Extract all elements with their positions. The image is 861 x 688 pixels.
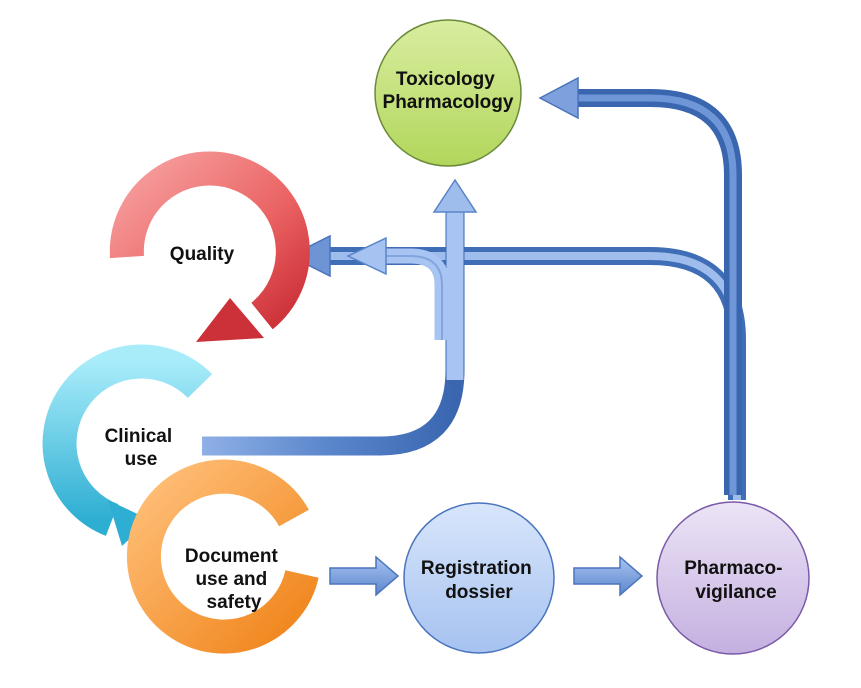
clinical-label-line1: Clinical (105, 426, 173, 447)
quality-label: Quality (170, 244, 235, 265)
document-to-registration-arrow (329, 555, 400, 597)
toxicology-label-line1: Toxicology (396, 69, 495, 90)
toxicology-label: Toxicology Pharmacology (383, 69, 514, 113)
pharmacovigilance-label-line2: vigilance (695, 582, 776, 603)
clinical-cycle-arrow (42, 344, 213, 546)
document-label-line2: use and (195, 569, 267, 590)
pharmacovigilance-to-quality-arrow (288, 234, 746, 500)
pharmacovigilance-to-toxicology-arrow (538, 76, 742, 495)
toxicology-label-line2: Pharmacology (383, 92, 514, 113)
clinical-label: Clinical use (105, 426, 178, 470)
clinical-to-quality-arrow (346, 236, 450, 340)
document-cycle-arrow (126, 459, 319, 654)
registration-to-pharmacovigilance-arrow (573, 555, 644, 597)
clinical-label-line2: use (125, 449, 158, 470)
pharmacovigilance-label: Pharmaco- vigilance (684, 558, 787, 603)
registration-label: Registration dossier (421, 558, 537, 603)
quality-label-line1: Quality (170, 244, 235, 265)
registration-label-line1: Registration (421, 558, 532, 579)
document-label: Document use and safety (185, 546, 283, 613)
document-label-line3: safety (207, 592, 262, 613)
pharmacovigilance-label-line1: Pharmaco- (684, 558, 782, 579)
registration-node (403, 502, 555, 654)
registration-label-line2: dossier (445, 582, 513, 603)
pharmacovigilance-node (656, 501, 810, 655)
toxicology-node (374, 19, 522, 167)
clinical-to-toxicology-arrow (202, 178, 478, 456)
quality-cycle-arrow (109, 151, 310, 342)
document-label-line1: Document (185, 546, 279, 567)
